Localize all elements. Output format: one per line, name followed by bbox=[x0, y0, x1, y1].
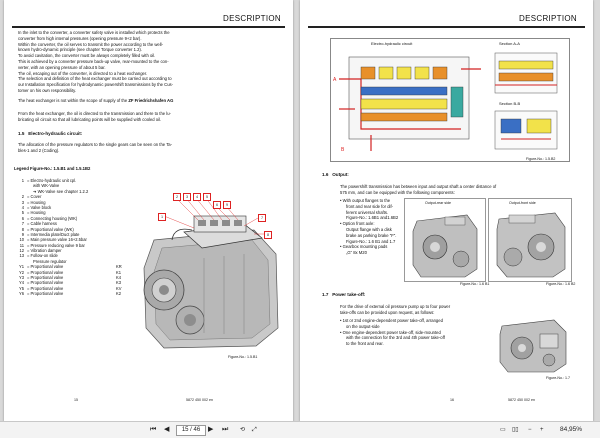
output-front-figure: Output-front side bbox=[488, 198, 572, 282]
pto-bullets: • 1st or 2nd engine-dependent power take… bbox=[340, 318, 445, 347]
output-rear-figure: Output-rear side bbox=[404, 198, 486, 282]
diagram-title: Electro-hydraulic circuit bbox=[371, 41, 413, 46]
legend-row: 1= Electro-hydraulic unit cpl. bbox=[21, 178, 77, 183]
section-heading-1-7: 1.7 Power take-off: bbox=[322, 292, 366, 297]
section-heading-1-5: 1.5 Electro-hydraulic circuit: bbox=[18, 131, 83, 136]
document-number: 5872 450 002 en bbox=[508, 398, 535, 402]
section-a-label: Section A-A bbox=[499, 41, 520, 46]
section-b-label: Section B-B bbox=[499, 101, 521, 106]
page-header: DESCRIPTION bbox=[223, 14, 281, 23]
output-bullets: • With output flanges to the front and r… bbox=[340, 198, 399, 256]
transmission-illustration bbox=[143, 197, 279, 349]
legend-list: 1= Electro-hydraulic unit cpl. with WK-V… bbox=[10, 178, 130, 297]
flow-paragraph: From the heat exchanger, the oil is dire… bbox=[18, 111, 171, 122]
allocation-paragraph: The allocation of the pressure regulator… bbox=[18, 142, 173, 153]
previous-page-icon[interactable]: ◀ bbox=[164, 426, 170, 433]
legend-row: 4= Valve block bbox=[21, 204, 52, 210]
legend-row: 9= Intermedia plate/Duct plate bbox=[21, 231, 80, 237]
figure-caption: Figure-No.: 1.6 B1 bbox=[460, 282, 490, 286]
output-paragraph: The powershift transmission has between … bbox=[340, 184, 497, 195]
single-page-icon[interactable]: ▭ bbox=[500, 427, 506, 433]
figure-caption: Figure-No.: 1.5.B2 bbox=[526, 157, 556, 161]
figure-caption: Figure-No.: 1.6 B2 bbox=[546, 282, 576, 286]
zoom-level[interactable]: 84,95% bbox=[560, 426, 583, 433]
output-front-label: Output-front side bbox=[509, 201, 536, 205]
legend-row: 6= Connecting housing (WK) bbox=[21, 215, 78, 221]
document-page-right: DESCRIPTION Electro-hydraulic circuit Se… bbox=[300, 0, 593, 422]
marker-a: A bbox=[333, 77, 337, 83]
legend-row: 3= Housing bbox=[21, 199, 46, 205]
two-page-icon[interactable]: ▯▯ bbox=[512, 427, 519, 433]
viewer-toolbar: ⏮ ◀ 15 / 46 ▶ ⏭ ⟲ ⤢ ▭ ▯▯ − + 84,95% bbox=[0, 421, 600, 438]
legend-row: with WK-Valve bbox=[33, 183, 60, 189]
page-number: 16 bbox=[450, 398, 454, 402]
figure-1-5-b2: Electro-hydraulic circuit Section A-A Se… bbox=[330, 38, 570, 162]
document-number: 5872 450 002 en bbox=[186, 398, 213, 402]
section-heading-1-6: 1.6 Output: bbox=[322, 172, 349, 177]
legend-row: 10= Main pressure valve 16+2.5bar bbox=[19, 237, 87, 243]
header-rule bbox=[308, 26, 585, 28]
legend-row: 7= Cable harness bbox=[21, 221, 57, 227]
zoom-out-icon[interactable]: − bbox=[528, 427, 532, 433]
page-number: 15 bbox=[74, 398, 78, 402]
legend-title: Legend Figure-No.: 1.5.B1 and 1.5.1B2 bbox=[14, 166, 91, 171]
rotate-icon[interactable]: ⟲ bbox=[240, 427, 246, 433]
legend-row: 11= Pressure reducing valve 9 bar bbox=[19, 242, 85, 248]
figure-caption: Figure-No.: 1.7 bbox=[546, 376, 570, 380]
output-rear-label: Output-rear side bbox=[425, 201, 451, 205]
fit-page-icon[interactable]: ⤢ bbox=[252, 427, 257, 433]
legend-row: 8= Proportional valve (WK) bbox=[21, 226, 74, 232]
figure-caption: Figure-No.: 1.5.B1 bbox=[228, 355, 258, 359]
legend-row: 5= Housing bbox=[21, 210, 46, 216]
header-rule bbox=[12, 26, 285, 28]
figure-1-5-b1: 2 3 4 5 6 9 1 7 8 bbox=[134, 178, 286, 354]
page-header: DESCRIPTION bbox=[519, 14, 577, 23]
marker-b: B bbox=[341, 147, 345, 153]
document-page-left: DESCRIPTION In the inlet to the converte… bbox=[4, 0, 293, 422]
hydraulic-schematic bbox=[339, 52, 558, 151]
legend-row: 2= Cover bbox=[21, 194, 42, 200]
pto-figure bbox=[494, 312, 574, 374]
first-page-icon[interactable]: ⏮ bbox=[150, 426, 157, 433]
zoom-in-icon[interactable]: + bbox=[540, 427, 544, 433]
legend-row: 13= Follow-on slide bbox=[19, 253, 58, 259]
page-number-input[interactable]: 15 / 46 bbox=[176, 425, 206, 436]
legend-row: Pressure regulator bbox=[33, 258, 67, 264]
last-page-icon[interactable]: ⏭ bbox=[222, 426, 229, 433]
heat-exchanger-note: The heat exchanger is not within the sco… bbox=[18, 98, 174, 103]
intro-paragraph: In the inlet to the converter, a convert… bbox=[18, 30, 174, 93]
next-page-icon[interactable]: ▶ bbox=[208, 426, 214, 433]
legend-row: 12= Vibration damper bbox=[19, 248, 62, 254]
pto-paragraph: For the drive of external oil pressure p… bbox=[340, 304, 451, 315]
legend-row: ➔ WK-Valve see chapter 1.2.2 bbox=[33, 188, 89, 194]
